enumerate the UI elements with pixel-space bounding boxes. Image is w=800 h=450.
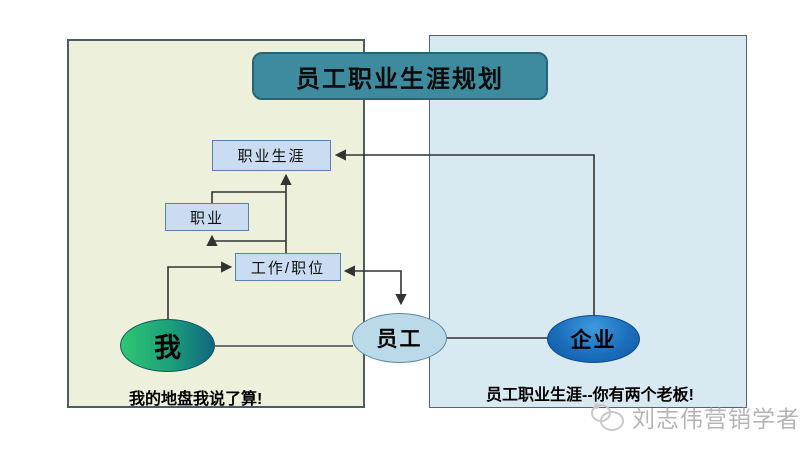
watermark: 刘志伟营销学者 [588, 400, 800, 434]
node-enterprise: 企业 [547, 315, 640, 363]
caption-left: 我的地盘我说了算! [129, 391, 263, 408]
watermark-label: 刘志伟营销学者 [632, 406, 800, 432]
node-job: 工作/职位 [235, 253, 341, 281]
node-me: 我 [120, 319, 215, 372]
node-occupation: 职业 [165, 203, 249, 231]
watermark-logo-icon [591, 403, 624, 431]
node-career: 职业生涯 [212, 140, 331, 171]
title-banner: 员工职业生涯规划 [252, 52, 548, 100]
node-employee: 员工 [352, 313, 447, 363]
caption-right: 员工职业生涯--你有两个老板! [486, 387, 694, 404]
